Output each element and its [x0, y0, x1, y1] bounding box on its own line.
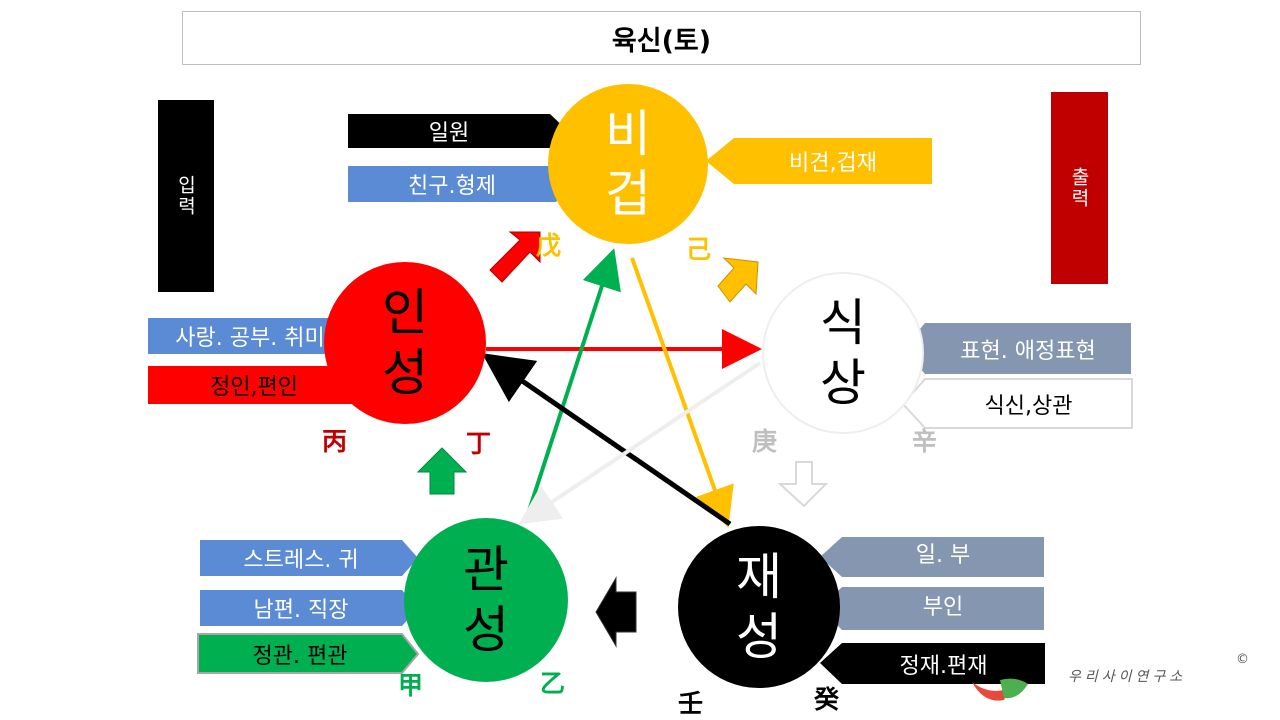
tag-jaeseong-rel1-shape: [820, 537, 1044, 577]
stem-gwanseong-1: 甲: [398, 671, 424, 700]
node-bigyeop: 비 겁: [548, 84, 708, 244]
tag-jaeseong-god: 정재.편재: [899, 653, 988, 679]
tag-jaeseong-rel2: 부인: [922, 595, 964, 620]
stem-jaeseong-1: 壬: [678, 689, 704, 718]
page-title: 육신(토): [182, 11, 1141, 65]
control-arrow-jaeseong-inseong: [481, 353, 732, 527]
tag-inseong-god-shape: [148, 366, 360, 404]
tag-inseong-rel-shape: [148, 318, 366, 354]
tag-gwanseong-rel2-shape: [200, 590, 418, 626]
node-siksang: 식 상: [762, 272, 924, 434]
tag-bigyeop-god: 비견,겁재: [789, 151, 877, 176]
gen-arrow-jaeseong-gwanseong: [595, 576, 637, 648]
input-bar: 입력: [158, 100, 214, 292]
tag-jaeseong-god-shape: [820, 643, 1045, 684]
stem-inseong-1: 丙: [322, 427, 348, 456]
tag-siksang-rel-shape: [903, 323, 1131, 374]
copyright-mark: ©: [1236, 652, 1249, 667]
stem-gwanseong-2: 乙: [540, 669, 566, 698]
stem-jaeseong-2: 癸: [814, 685, 840, 714]
gen-arrow-inseong-bigyeop: [489, 231, 541, 283]
tag-gwanseong-god-shape: [197, 633, 420, 674]
stem-bigyeop-1: 戊: [536, 231, 562, 260]
stem-siksang-1: 庚: [752, 427, 778, 456]
tag-bigyeop-god-shape: [706, 138, 932, 184]
tag-inseong-rel: 사랑. 공부. 취미: [175, 326, 325, 351]
gen-arrow-bigyeop-siksang: [717, 257, 759, 303]
node-inseong-label: 인 성: [382, 284, 428, 402]
node-jaeseong-label: 재 성: [736, 548, 782, 666]
tag-gwanseong-rel1: 스트레스. 귀: [243, 548, 359, 573]
tag-gwanseong-rel2: 남편. 직장: [253, 598, 349, 623]
node-jaeseong: 재 성: [678, 526, 840, 688]
stem-siksang-2: 辛: [912, 427, 938, 456]
stem-bigyeop-2: 己: [686, 235, 712, 264]
tag-bigyeop-rel: 친구.형제: [408, 174, 496, 199]
gen-arrow-gwanseong-inseong: [416, 447, 468, 495]
tag-siksang-god: 식신,상관: [984, 393, 1073, 419]
tag-bigyeop-self-shape: [348, 114, 568, 148]
node-siksang-label: 식 상: [820, 294, 866, 412]
node-gwanseong: 관 성: [404, 518, 568, 682]
tag-inseong-god: 정인,편인: [210, 375, 298, 400]
node-bigyeop-label: 비 겁: [605, 105, 651, 223]
tag-jaeseong-rel1: 일. 부: [915, 543, 971, 568]
tag-jaeseong-rel2-shape: [820, 587, 1044, 630]
control-arrow-gwanseong-bigyeop: [524, 248, 621, 521]
node-gwanseong-label: 관 성: [463, 541, 509, 659]
tag-bigyeop-self: 일원: [428, 121, 470, 146]
tag-siksang-rel: 표현. 애정표현: [960, 338, 1096, 364]
tag-siksang-god-shape: [901, 378, 1133, 429]
tag-gwanseong-rel1-shape: [200, 540, 418, 576]
node-inseong: 인 성: [324, 262, 486, 424]
logo-mark: [972, 682, 1010, 701]
watermark-text: 우리사이연구소: [1068, 669, 1187, 685]
tag-gwanseong-god: 정관. 편관: [252, 643, 348, 669]
output-bar: 출력: [1051, 92, 1108, 284]
control-arrow-siksang-gwanseong: [518, 361, 762, 525]
gen-arrow-siksang-jaeseong: [777, 461, 829, 508]
tag-bigyeop-rel-shape: [348, 166, 572, 202]
control-arrow-bigyeop-jaeseong: [630, 257, 734, 528]
stem-inseong-2: 丁: [466, 429, 492, 458]
